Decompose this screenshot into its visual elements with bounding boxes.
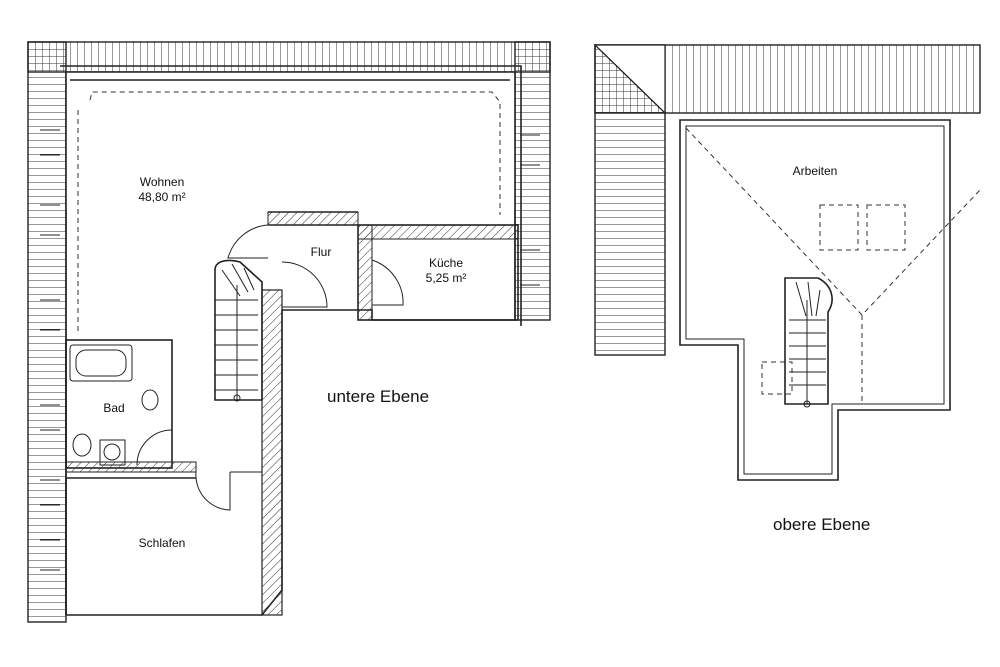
upper-outer-wall (679, 119, 951, 481)
caption-lower-level: untere Ebene (327, 387, 430, 406)
caption-upper-level: obere Ebene (773, 515, 871, 534)
upper-roof-dashed-lines (685, 127, 981, 404)
room-area-wohnen: 48,80 m² (138, 190, 186, 204)
skylight-left (819, 204, 859, 251)
room-area-kueche: 5,25 m² (425, 271, 467, 285)
room-name-schlafen: Schlafen (138, 536, 186, 550)
upper-staircase (784, 277, 833, 408)
room-name-kueche: Küche (428, 256, 464, 270)
room-name-flur: Flur (310, 245, 332, 259)
room-name-wohnen: Wohnen (139, 175, 185, 189)
roof-top-band (27, 41, 551, 73)
room-label-wohnen: Wohnen 48,80 m² (138, 175, 185, 205)
roof-left-band (27, 41, 67, 623)
bathroom-fixtures (65, 339, 197, 473)
roof-slope-dashed-line (89, 91, 501, 215)
window-marks (40, 129, 540, 571)
skylight-right (866, 204, 906, 251)
upper-level-plan (593, 44, 981, 481)
lower-level-plan (27, 41, 551, 623)
room-name-arbeiten: Arbeiten (792, 164, 838, 178)
room-label-kueche: Küche 5,25 m² (426, 256, 467, 286)
room-name-bad: Bad (103, 401, 125, 415)
